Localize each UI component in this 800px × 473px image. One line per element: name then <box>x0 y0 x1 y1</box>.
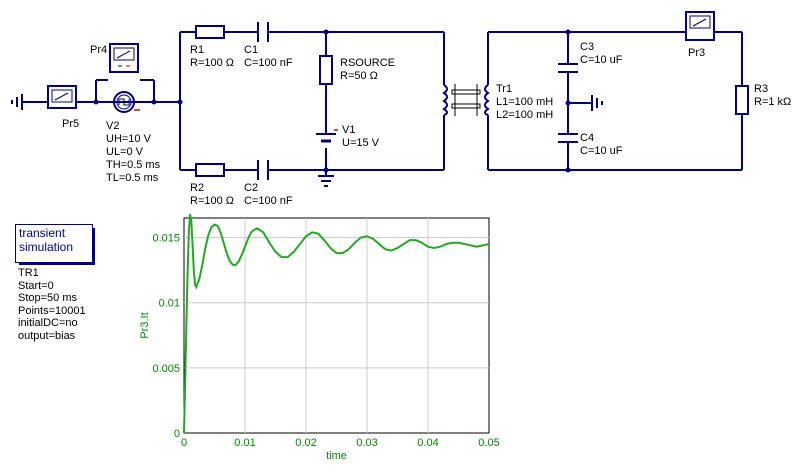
y-tick-label: 0.005 <box>152 363 180 375</box>
v2-param-uh: UH=10 V <box>106 133 152 145</box>
y-tick-label: 0.01 <box>159 298 180 310</box>
pr3-probe-icon[interactable] <box>685 11 715 41</box>
tr1-param-l2: L2=100 mH <box>496 109 553 121</box>
r3-value: R=1 kΩ <box>754 96 791 108</box>
r1-symbol[interactable] <box>195 25 225 39</box>
simulation-params: TR1 Start=0 Stop=50 ms Points=10001 init… <box>18 267 86 342</box>
r2-symbol[interactable] <box>195 163 225 177</box>
simulation-title: transient simulation <box>19 226 73 254</box>
pr5-name: Pr5 <box>62 118 79 130</box>
ground-c-icon <box>591 95 603 111</box>
v2-name: V2 <box>106 120 119 132</box>
rsource-value: R=50 Ω <box>340 70 378 82</box>
simulation-title-line1: transient <box>19 226 66 240</box>
x-tick-label: 0.02 <box>295 437 316 449</box>
transient-simulation-box[interactable] <box>15 224 93 263</box>
r3-symbol[interactable] <box>735 85 749 115</box>
wires <box>22 31 743 176</box>
c3-name: C3 <box>580 41 594 53</box>
tr1-param-l1: L1=100 mH <box>496 96 553 108</box>
c2-value: C=100 nF <box>244 195 293 207</box>
x-tick-label: 0.03 <box>356 437 377 449</box>
c4-value: C=10 uF <box>580 145 623 157</box>
r2-value: R=100 Ω <box>190 195 234 207</box>
v2-pulse-source-symbol[interactable] <box>113 91 140 113</box>
c1-name: C1 <box>244 44 258 56</box>
ground-left-icon <box>11 94 23 110</box>
tr1-transformer-symbol[interactable] <box>442 84 490 116</box>
pr5-probe-icon[interactable] <box>47 85 77 109</box>
x-tick-label: 0.05 <box>478 437 499 449</box>
sim-param-output: output=bias <box>18 329 76 342</box>
v1-name: V1 <box>342 124 355 136</box>
r1-name: R1 <box>190 44 204 56</box>
tr1-name: Tr1 <box>496 83 512 95</box>
c3-symbol[interactable] <box>558 63 578 73</box>
pr4-probe-icon[interactable] <box>109 43 139 73</box>
junction-dots <box>93 29 571 173</box>
x-tick-label: 0.04 <box>417 437 438 449</box>
v2-param-th: TH=0.5 ms <box>106 159 161 171</box>
v2-param-tl: TL=0.5 ms <box>106 172 159 184</box>
c4-name: C4 <box>580 132 594 144</box>
v1-value: U=15 V <box>342 137 380 149</box>
plot-area <box>183 217 490 434</box>
r1-value: R=100 Ω <box>190 57 234 69</box>
c1-symbol[interactable] <box>257 22 269 42</box>
c1-value: C=100 nF <box>244 57 293 69</box>
v1-battery-symbol[interactable] <box>316 129 338 143</box>
y-tick-label: 0.015 <box>152 233 180 245</box>
x-tick-label: 0 <box>181 437 187 449</box>
sim-param-name: TR1 <box>18 267 39 279</box>
c2-name: C2 <box>244 182 258 194</box>
c2-symbol[interactable] <box>257 160 269 180</box>
r3-name: R3 <box>754 83 768 95</box>
rsource-symbol[interactable] <box>319 55 333 85</box>
pr4-name: Pr4 <box>90 44 107 56</box>
v2-param-ul: UL=0 V <box>106 146 144 158</box>
x-tick-label: 0.01 <box>234 437 255 449</box>
c3-value: C=10 uF <box>580 54 623 66</box>
rsource-name: RSOURCE <box>340 57 395 69</box>
y-tick-label: 0 <box>174 428 180 440</box>
series-line <box>183 213 490 434</box>
y-axis-label: Pr3.It <box>139 312 151 338</box>
sim-param-start: Start=0 <box>18 279 54 292</box>
simulation-title-line2: simulation <box>19 240 74 254</box>
c4-symbol[interactable] <box>558 133 578 143</box>
sim-param-stop: Stop=50 ms <box>18 292 78 304</box>
x-axis-label: time <box>326 450 347 462</box>
ground-v1-icon <box>318 175 334 187</box>
sim-param-points: Points=10001 <box>18 304 86 317</box>
r2-name: R2 <box>190 182 204 194</box>
sim-param-initialdc: initialDC=no <box>18 317 78 329</box>
pr3-name: Pr3 <box>688 47 705 59</box>
